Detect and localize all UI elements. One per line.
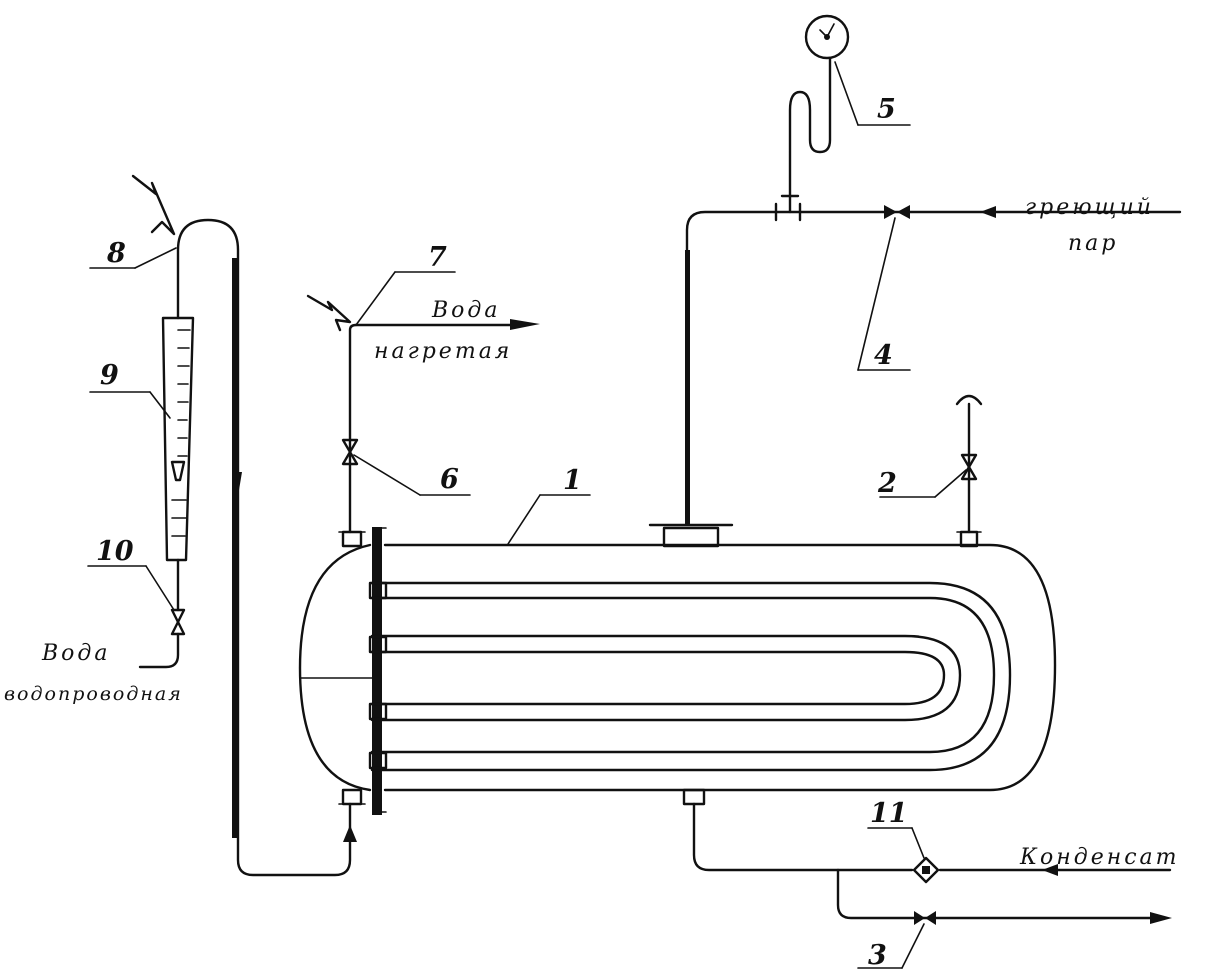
- u-tube-bundle: [368, 581, 1012, 772]
- caption-hot-water-1: Вода: [431, 298, 500, 323]
- label-9: 9: [100, 360, 119, 391]
- label-11: 11: [870, 798, 908, 829]
- caption-tap-water-2: водопроводная: [4, 683, 183, 705]
- label-1: 1: [563, 465, 582, 496]
- label-2: 2: [877, 468, 897, 499]
- label-10: 10: [96, 536, 134, 567]
- steam-line: [685, 14, 1182, 525]
- caption-steam-2: пар: [1068, 231, 1118, 256]
- leader-lines: [87, 61, 967, 969]
- label-6: 6: [440, 464, 459, 495]
- number-labels: 1 2 3 4 5 6 7 8 9 10 11: [96, 94, 908, 971]
- hot-water-outlet: [306, 294, 540, 534]
- caption-tap-water-1: Вода: [41, 641, 110, 666]
- label-3: 3: [868, 940, 887, 971]
- caption-condensate: Конденсат: [1019, 845, 1180, 870]
- heat-exchanger-shell: [298, 527, 1057, 815]
- label-7: 7: [428, 242, 447, 273]
- caption-hot-water-2: нагретая: [374, 339, 512, 364]
- cold-water-line: [131, 174, 357, 877]
- label-5: 5: [877, 94, 896, 125]
- nozzles: [338, 523, 982, 806]
- label-4: 4: [874, 340, 893, 371]
- label-8: 8: [106, 238, 126, 269]
- condensate-line: [692, 802, 1172, 925]
- captions: греющий пар Вода нагретая Вода водопрово…: [4, 195, 1180, 870]
- caption-steam-1: греющий: [1025, 195, 1154, 220]
- vent-line: [955, 394, 983, 534]
